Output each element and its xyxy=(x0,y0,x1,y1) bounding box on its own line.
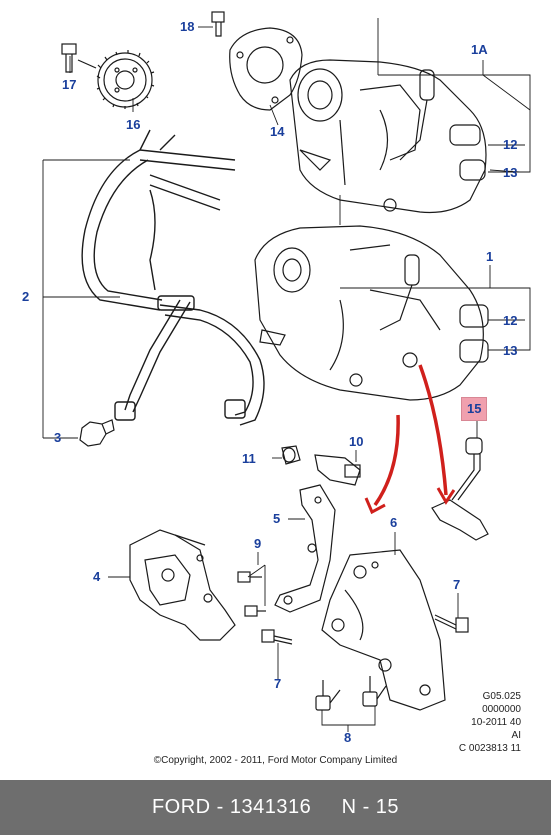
fuel-pump-1 xyxy=(254,225,489,401)
bolts-9 xyxy=(237,571,266,617)
reference-line: 0000000 xyxy=(482,704,521,715)
sensor-10 xyxy=(314,454,361,486)
callout-7-right: 7 xyxy=(453,577,461,592)
footer-separator: - xyxy=(210,796,230,818)
reference-line: 10-2011 40 xyxy=(471,717,521,728)
link-rod-15 xyxy=(431,437,489,541)
footer-gap xyxy=(311,796,341,819)
nut-3 xyxy=(79,419,115,447)
callout-16: 16 xyxy=(126,117,141,132)
callout-13-upper: 13 xyxy=(503,165,518,180)
bolt-7-right xyxy=(434,614,469,633)
callout-12-lower: 12 xyxy=(503,313,518,328)
callout-13-lower: 13 xyxy=(503,343,518,358)
leader-lines xyxy=(42,18,531,732)
bolt-17 xyxy=(61,43,97,73)
callout-11: 11 xyxy=(242,451,256,466)
callout-18: 18 xyxy=(180,19,195,34)
callout-8: 8 xyxy=(344,730,352,745)
bracket-5 xyxy=(274,484,336,613)
bolt-18 xyxy=(211,11,225,37)
red-arrows xyxy=(364,364,456,515)
callout-15: 15 xyxy=(461,397,488,421)
callout-6: 6 xyxy=(390,515,398,530)
callout-17: 17 xyxy=(62,77,77,92)
fuel-pipes-2 xyxy=(81,129,265,426)
bracket-6 xyxy=(321,549,446,711)
callout-12-upper: 12 xyxy=(503,137,518,152)
callout-3: 3 xyxy=(54,430,62,445)
callout-1A: 1A xyxy=(471,42,488,57)
callout-4: 4 xyxy=(93,569,101,584)
cap-11 xyxy=(281,445,301,465)
callout-14: 14 xyxy=(270,124,285,139)
callout-10: 10 xyxy=(349,434,364,449)
callout-2: 2 xyxy=(22,289,30,304)
bracket-4 xyxy=(129,529,236,641)
fuel-pump-1A xyxy=(289,59,487,214)
footer-bar: FORD - 1341316 N - 15 xyxy=(0,780,551,835)
drawing-reference: G05.025 0000000 10-2011 40 AI C 0023813 … xyxy=(459,690,521,755)
callout-9: 9 xyxy=(254,536,262,551)
footer-brand: FORD xyxy=(151,796,211,818)
footer-position: N - 15 xyxy=(341,796,400,818)
callout-1: 1 xyxy=(486,249,494,264)
callout-5: 5 xyxy=(273,511,281,526)
parts-diagram xyxy=(42,11,531,732)
footer-part-number: 1341316 xyxy=(229,796,312,818)
reference-line: C 0023813 11 xyxy=(458,743,521,754)
callout-7-left: 7 xyxy=(274,676,282,691)
bolt-7-left xyxy=(261,629,293,645)
sprocket-gear xyxy=(96,50,155,109)
copyright-notice: ©Copyright, 2002 - 2011, Ford Motor Comp… xyxy=(153,755,398,766)
reference-line: AI xyxy=(511,730,521,741)
gasket-14 xyxy=(229,27,303,111)
bolts-8 xyxy=(315,676,387,711)
reference-line: G05.025 xyxy=(482,691,521,702)
